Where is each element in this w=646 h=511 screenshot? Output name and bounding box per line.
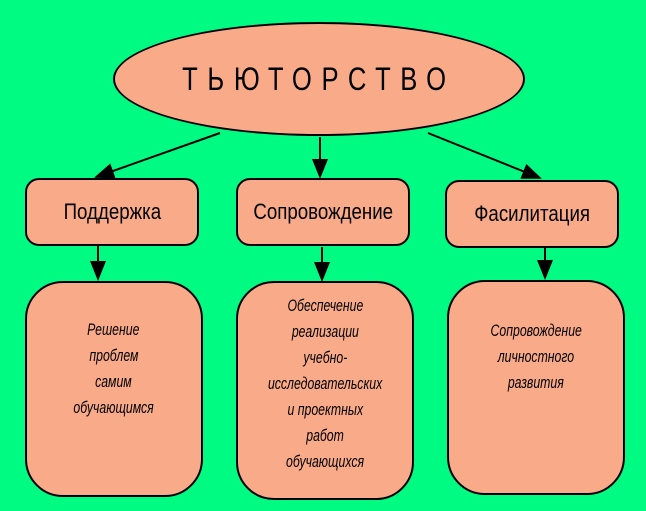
node-fasilitatsiya: Фасилитация (445, 180, 619, 248)
node-soprovozhdenie: Сопровождение (236, 178, 410, 246)
node-podderzhka: Поддержка (25, 178, 199, 246)
node-label: Поддержка (63, 199, 161, 224)
arrow-to-podderzhka (94, 132, 221, 179)
node-label: Сопровождение (253, 199, 393, 224)
root-title: ТЬЮТОРСТВО (182, 60, 456, 97)
node-label: Фасилитация (474, 201, 590, 226)
root-node: ТЬЮТОРСТВО (113, 22, 525, 136)
arrow-to-fasilitatsiya (427, 132, 542, 179)
